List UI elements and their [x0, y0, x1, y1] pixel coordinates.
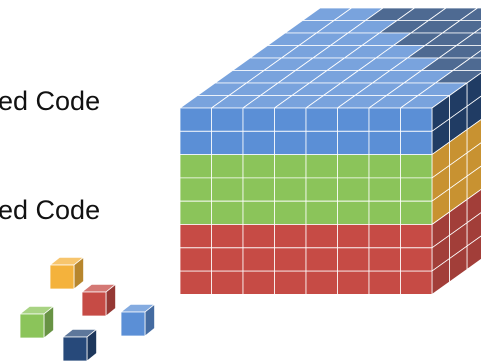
orange-cube-front [49, 264, 75, 290]
front-tile [274, 177, 307, 202]
front-tile [368, 154, 401, 179]
front-tile [242, 154, 275, 179]
front-tile [211, 247, 244, 272]
front-tile [400, 270, 433, 295]
front-tile [305, 247, 338, 272]
front-tile [179, 130, 212, 156]
front-tile [305, 107, 338, 132]
front-tile [179, 270, 212, 295]
front-tile [179, 154, 212, 179]
blue-cube-front [120, 311, 146, 337]
front-tile [400, 200, 433, 225]
front-tile [211, 177, 244, 202]
front-tile [242, 247, 275, 272]
orange-cube [49, 256, 84, 290]
front-tile [305, 154, 338, 179]
front-tile [305, 200, 338, 225]
front-tile [337, 177, 370, 202]
top-tile [470, 50, 481, 59]
front-tile [242, 200, 275, 225]
front-tile [242, 107, 275, 132]
front-tile [274, 247, 307, 272]
front-tile [400, 177, 433, 202]
front-tile [211, 200, 244, 225]
front-tile [368, 200, 401, 225]
front-tile [179, 200, 212, 225]
label-bottom: ed Code [0, 195, 101, 225]
front-tile [211, 224, 244, 249]
front-tile [211, 154, 244, 179]
front-tile [274, 224, 307, 249]
front-tile [400, 154, 433, 179]
dark-blue-cube [62, 328, 97, 361]
blue-cube [120, 303, 156, 337]
front-tile [305, 177, 338, 202]
front-tile [400, 107, 433, 132]
front-tile [400, 224, 433, 249]
front-tile [179, 224, 212, 249]
front-tile [305, 224, 338, 249]
front-tile [179, 107, 212, 132]
red-cube-front [81, 291, 107, 317]
big-cube [179, 7, 481, 295]
front-tile [242, 224, 275, 249]
front-tile [179, 247, 212, 272]
front-tile [337, 247, 370, 272]
front-tile [400, 130, 433, 156]
front-tile [242, 130, 275, 156]
front-tile [368, 130, 401, 156]
top-tile [473, 27, 481, 34]
front-tile [400, 247, 433, 272]
front-tile [368, 247, 401, 272]
front-tile [274, 130, 307, 156]
front-tile [337, 154, 370, 179]
front-tile [211, 270, 244, 295]
front-tile [274, 154, 307, 179]
green-cube-front [19, 313, 45, 339]
front-tile [211, 107, 244, 132]
front-tile [337, 270, 370, 295]
front-tile [211, 130, 244, 156]
front-tile [368, 270, 401, 295]
front-tile [305, 130, 338, 156]
front-tile [337, 107, 370, 132]
front-tile [274, 200, 307, 225]
small-cubes [19, 256, 156, 361]
top-tile [459, 7, 481, 21]
front-tile [368, 107, 401, 132]
front-tile [368, 177, 401, 202]
front-tile [242, 177, 275, 202]
front-tile [368, 224, 401, 249]
front-tile [337, 200, 370, 225]
front-tile [274, 270, 307, 295]
front-tile [179, 177, 212, 202]
front-tile [242, 270, 275, 295]
front-tile [337, 224, 370, 249]
front-tile [305, 270, 338, 295]
front-tile [337, 130, 370, 156]
green-cube [19, 305, 54, 339]
red-cube [81, 283, 116, 317]
front-tile [274, 107, 307, 132]
label-top: ed Code [0, 86, 101, 116]
dark-blue-cube-front [62, 336, 88, 361]
